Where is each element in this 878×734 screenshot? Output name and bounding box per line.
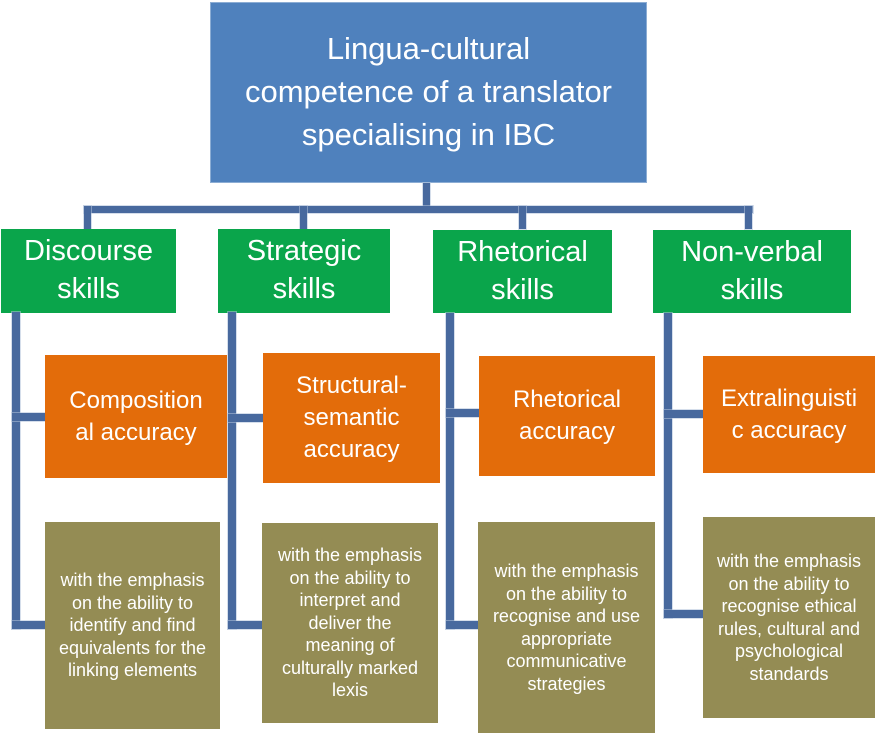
emphasis-node-strategic: with the emphasis on the ability to inte… (262, 523, 438, 723)
connector-branch3-spine (446, 313, 454, 629)
root-title: Lingua-cultural competence of a translat… (244, 31, 613, 152)
emphasis-node-rhetorical: with the emphasis on the ability to reco… (478, 522, 655, 733)
skill-label: Non-verbal skills (681, 235, 823, 306)
connector-branch3-foot (446, 621, 478, 629)
connector-drop-nonverbal (745, 206, 752, 229)
emphasis-node-discourse: with the emphasis on the ability to iden… (45, 522, 220, 729)
skill-label: Strategic skills (246, 235, 362, 305)
connector-drop-discourse (84, 206, 91, 229)
connector-branch2-tick (228, 414, 263, 422)
connector-drop-rhetorical (519, 206, 526, 229)
emphasis-node-nonverbal: with the emphasis on the ability to reco… (703, 517, 875, 718)
connector-branch1-foot (12, 621, 46, 629)
skill-node-rhetorical: Rhetorical skills (433, 230, 612, 313)
connector-top-bar (84, 206, 753, 213)
skill-node-discourse: Discourse skills (1, 229, 176, 313)
accuracy-node-extralinguistic: Extralinguisti c accuracy (703, 356, 875, 473)
connector-branch2-foot (228, 621, 262, 629)
connector-branch2-spine (228, 312, 236, 629)
accuracy-node-rhetorical: Rhetorical accuracy (479, 356, 655, 476)
skill-node-nonverbal: Non-verbal skills (653, 230, 851, 313)
connector-branch3-tick (446, 409, 479, 417)
connector-drop-strategic (300, 206, 307, 229)
accuracy-node-structural-semantic: Structural- semantic accuracy (263, 353, 440, 483)
skill-label: Discourse skills (24, 235, 153, 305)
root-node: Lingua-cultural competence of a translat… (210, 2, 647, 183)
emphasis-label: with the emphasis on the ability to reco… (716, 551, 862, 684)
connector-branch4-spine (664, 313, 672, 618)
skill-node-strategic: Strategic skills (218, 229, 390, 313)
emphasis-label: with the emphasis on the ability to inte… (277, 545, 423, 701)
emphasis-label: with the emphasis on the ability to iden… (58, 570, 207, 681)
accuracy-node-compositional: Composition al accuracy (45, 355, 227, 478)
connector-branch1-tick (12, 413, 46, 421)
accuracy-label: Structural- semantic accuracy (296, 372, 407, 463)
connector-branch4-foot (664, 610, 703, 618)
connector-branch4-tick (664, 410, 703, 418)
emphasis-label: with the emphasis on the ability to reco… (492, 561, 641, 694)
accuracy-label: Rhetorical accuracy (512, 386, 622, 445)
connector-branch1-spine (12, 312, 20, 629)
accuracy-label: Composition al accuracy (69, 386, 203, 446)
skill-label: Rhetorical skills (457, 235, 588, 306)
connector-root-stem (423, 183, 430, 207)
accuracy-label: Extralinguisti c accuracy (720, 384, 858, 444)
